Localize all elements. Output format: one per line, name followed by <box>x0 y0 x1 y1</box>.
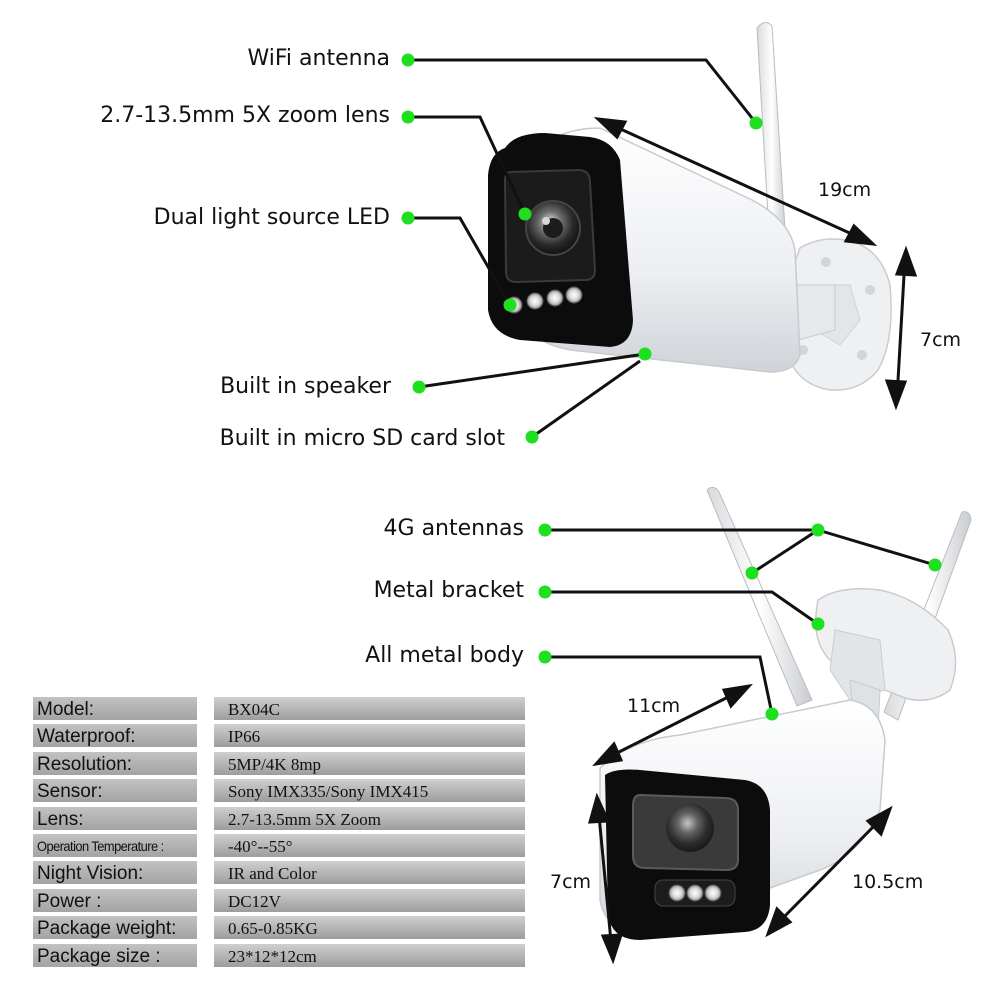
leader-led <box>408 216 512 306</box>
spec-row-lens: Lens: 2.7-13.5mm 5X Zoom <box>33 806 525 830</box>
label-zoom-lens: 2.7-13.5mm 5X zoom lens <box>100 103 390 128</box>
dot-speaker-target <box>638 347 652 361</box>
spec-key: Operation Temperature : <box>37 837 164 854</box>
dot-lens-label <box>401 110 415 124</box>
spec-value: IP66 <box>228 727 261 747</box>
bottom-leader-lines <box>545 528 936 715</box>
spec-row-package-size: Package size : 23*12*12cm <box>33 943 525 967</box>
spec-key: Power : <box>37 890 102 912</box>
spec-row-package-weight: Package weight: 0.65-0.85KG <box>33 916 525 940</box>
dot-led-target <box>503 298 517 312</box>
spec-row-waterproof: Waterproof: IP66 <box>33 724 525 748</box>
spec-row-temperature: Operation Temperature : -40°--55° <box>33 833 525 857</box>
spec-row-sensor: Sensor: Sony IMX335/Sony IMX415 <box>33 779 525 803</box>
label-metal-body: All metal body <box>365 643 524 668</box>
dot-4g-junction <box>811 523 825 537</box>
dot-4g-label <box>538 523 552 537</box>
spec-value: BX04C <box>228 700 280 719</box>
spec-key: Resolution: <box>37 753 133 775</box>
dot-bracket-label <box>538 585 552 599</box>
top-leader-lines <box>408 58 758 439</box>
label-wifi-antenna: WiFi antenna <box>247 46 391 71</box>
dot-wifi-target <box>749 116 763 130</box>
left-4g-antenna <box>706 486 813 707</box>
spec-key: Model: <box>37 699 95 720</box>
callout-dots <box>401 53 942 721</box>
spec-key: Sensor: <box>37 781 103 803</box>
dim-top-height: 7cm <box>920 329 962 351</box>
dim-top-length: 19cm <box>818 179 872 201</box>
label-sd-slot: Built in micro SD card slot <box>219 426 505 451</box>
dot-4g-left <box>745 566 759 580</box>
dot-led-label <box>401 211 415 225</box>
label-metal-bracket: Metal bracket <box>373 578 524 603</box>
dot-lens-target <box>518 207 532 221</box>
spec-value: -40°--55° <box>228 836 293 856</box>
leader-speaker <box>418 352 646 389</box>
dot-speaker-label <box>412 380 426 394</box>
leader-lens <box>408 115 527 215</box>
dot-wifi-label <box>401 53 415 67</box>
spec-key: Night Vision: <box>37 863 144 885</box>
spec-value: Sony IMX335/Sony IMX415 <box>228 782 429 802</box>
leader-body <box>545 655 774 715</box>
label-dual-led: Dual light source LED <box>153 205 390 230</box>
spec-key: Package weight: <box>37 918 177 940</box>
dot-bracket-target <box>811 617 825 631</box>
wifi-antenna-shape <box>756 22 787 251</box>
top-camera <box>488 22 892 391</box>
bottom-camera <box>599 486 972 940</box>
spec-table: Model: BX04C Waterproof: IP66 Resolution… <box>33 697 525 971</box>
spec-value: 2.7-13.5mm 5X Zoom <box>228 809 381 829</box>
bottom-lens <box>666 804 714 852</box>
dot-4g-right <box>928 558 942 572</box>
dot-sd-label <box>525 430 539 444</box>
spec-value: 0.65-0.85KG <box>228 919 318 939</box>
label-4g-antennas: 4G antennas <box>383 516 524 541</box>
dim-bottom-top-length: 11cm <box>627 695 681 717</box>
spec-row-resolution: Resolution: 5MP/4K 8mp <box>33 751 525 775</box>
dim-bottom-side-length: 10.5cm <box>852 871 924 893</box>
label-speaker: Built in speaker <box>220 374 391 399</box>
spec-key: Waterproof: <box>37 726 136 748</box>
spec-value: IR and Color <box>228 864 317 884</box>
leader-wifi <box>408 58 758 124</box>
spec-row-power: Power : DC12V <box>33 888 525 912</box>
leader-sd <box>531 359 641 439</box>
spec-value: 5MP/4K 8mp <box>228 754 322 774</box>
leader-bracket <box>545 590 819 626</box>
spec-row-model: Model: BX04C <box>33 697 525 720</box>
dimension-arrows <box>587 117 918 965</box>
spec-value: 23*12*12cm <box>228 946 317 966</box>
spec-key: Package size : <box>37 945 161 967</box>
spec-value: DC12V <box>228 891 281 911</box>
dot-body-target <box>765 707 779 721</box>
dim-bottom-front-height: 7cm <box>550 871 592 893</box>
spec-key: Lens: <box>37 808 84 830</box>
bottom-led <box>668 884 686 902</box>
spec-row-night-vision: Night Vision: IR and Color <box>33 861 525 885</box>
dot-body-label <box>538 650 552 664</box>
